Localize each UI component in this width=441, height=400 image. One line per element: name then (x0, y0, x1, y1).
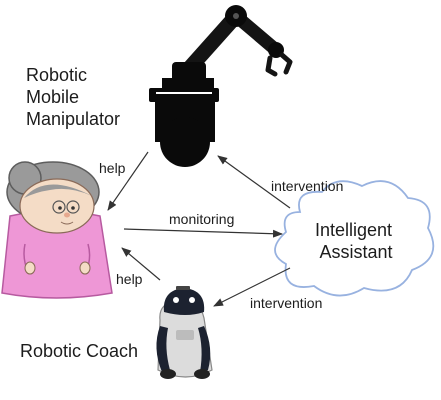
edge-label-monitoring: monitoring (169, 211, 234, 227)
coach-wheel (194, 369, 210, 379)
arrow-assistant-to-coach (213, 267, 291, 307)
manipulator-deck-stripe (156, 92, 212, 94)
elderly-mouth (60, 221, 74, 225)
elderly-eye (58, 206, 62, 210)
robotic-coach-icon (156, 286, 213, 379)
robotic-mobile-manipulator-icon (149, 5, 293, 167)
edge-label-intervention-manipulator: intervention (271, 178, 343, 194)
coach-eye (189, 297, 195, 303)
coach-head (163, 288, 205, 315)
assistant-cloud-shape (274, 180, 435, 297)
arrow-assistant-to-manipulator (217, 155, 291, 209)
coach-side-panel (198, 326, 211, 372)
edge-label-intervention-coach: intervention (250, 295, 322, 311)
coach-side-panel (156, 326, 170, 372)
arrow-coach-to-elderly (121, 247, 161, 281)
elderly-face (19, 178, 95, 234)
elderly-hand (79, 261, 91, 275)
manipulator-label: Robotic Mobile Manipulator (26, 65, 120, 129)
elderly-glasses-lens (52, 200, 66, 214)
assistant-label: Intelligent Assistant (315, 220, 397, 262)
coach-chest-panel (176, 330, 194, 340)
coach-eye (173, 297, 179, 303)
coach-label: Robotic Coach (20, 341, 138, 361)
manipulator-gripper (265, 52, 293, 77)
coach-wheel (160, 369, 176, 379)
arrow-manipulator-to-elderly (107, 151, 149, 211)
intelligent-assistant-cloud-icon (274, 180, 435, 297)
elderly-fringe (24, 184, 92, 198)
elderly-glasses-lens (66, 200, 80, 214)
arrow-elderly-to-assistant (123, 228, 283, 238)
manipulator-joint (233, 13, 239, 19)
edge-label-coach-help: help (116, 271, 143, 287)
manipulator-shoulder-plate (162, 78, 214, 88)
elderly-hand (24, 261, 36, 275)
elderly-nose (64, 212, 70, 218)
elderly-person-icon (1, 161, 113, 299)
manipulator-top-deck (149, 88, 219, 102)
manipulator-shoulder (172, 62, 206, 82)
coach-top-cap (176, 286, 190, 290)
elderly-eye (71, 206, 75, 210)
manipulator-base-wheel (160, 117, 210, 167)
edge-label-manipulator-help: help (99, 160, 126, 176)
